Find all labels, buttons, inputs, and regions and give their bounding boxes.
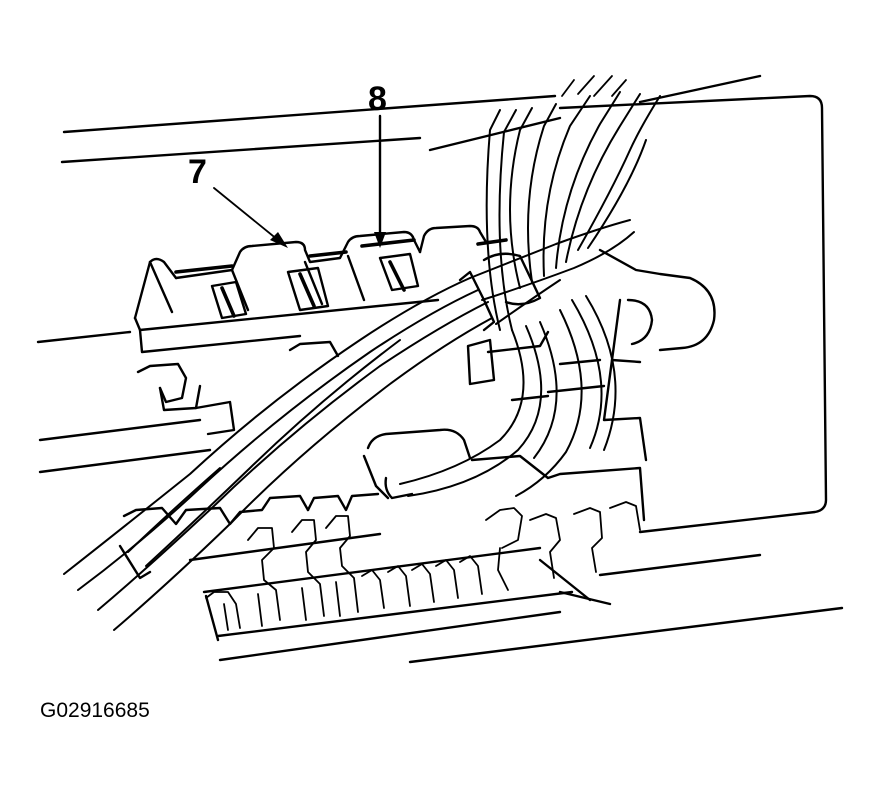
callout-8-arrowhead xyxy=(374,232,386,248)
callout-7-label: 7 xyxy=(188,153,207,191)
housing-panel xyxy=(36,74,844,664)
terminal-row xyxy=(122,428,646,642)
callout-7-arrowhead xyxy=(270,232,288,248)
callout-7: 7 xyxy=(188,153,288,248)
callout-8: 8 xyxy=(368,80,387,248)
wiring-harness xyxy=(63,75,661,631)
connector-body xyxy=(133,224,716,462)
callout-7-leader xyxy=(213,187,279,241)
figure-id: G02916685 xyxy=(40,699,150,722)
callout-8-label: 8 xyxy=(368,80,387,118)
